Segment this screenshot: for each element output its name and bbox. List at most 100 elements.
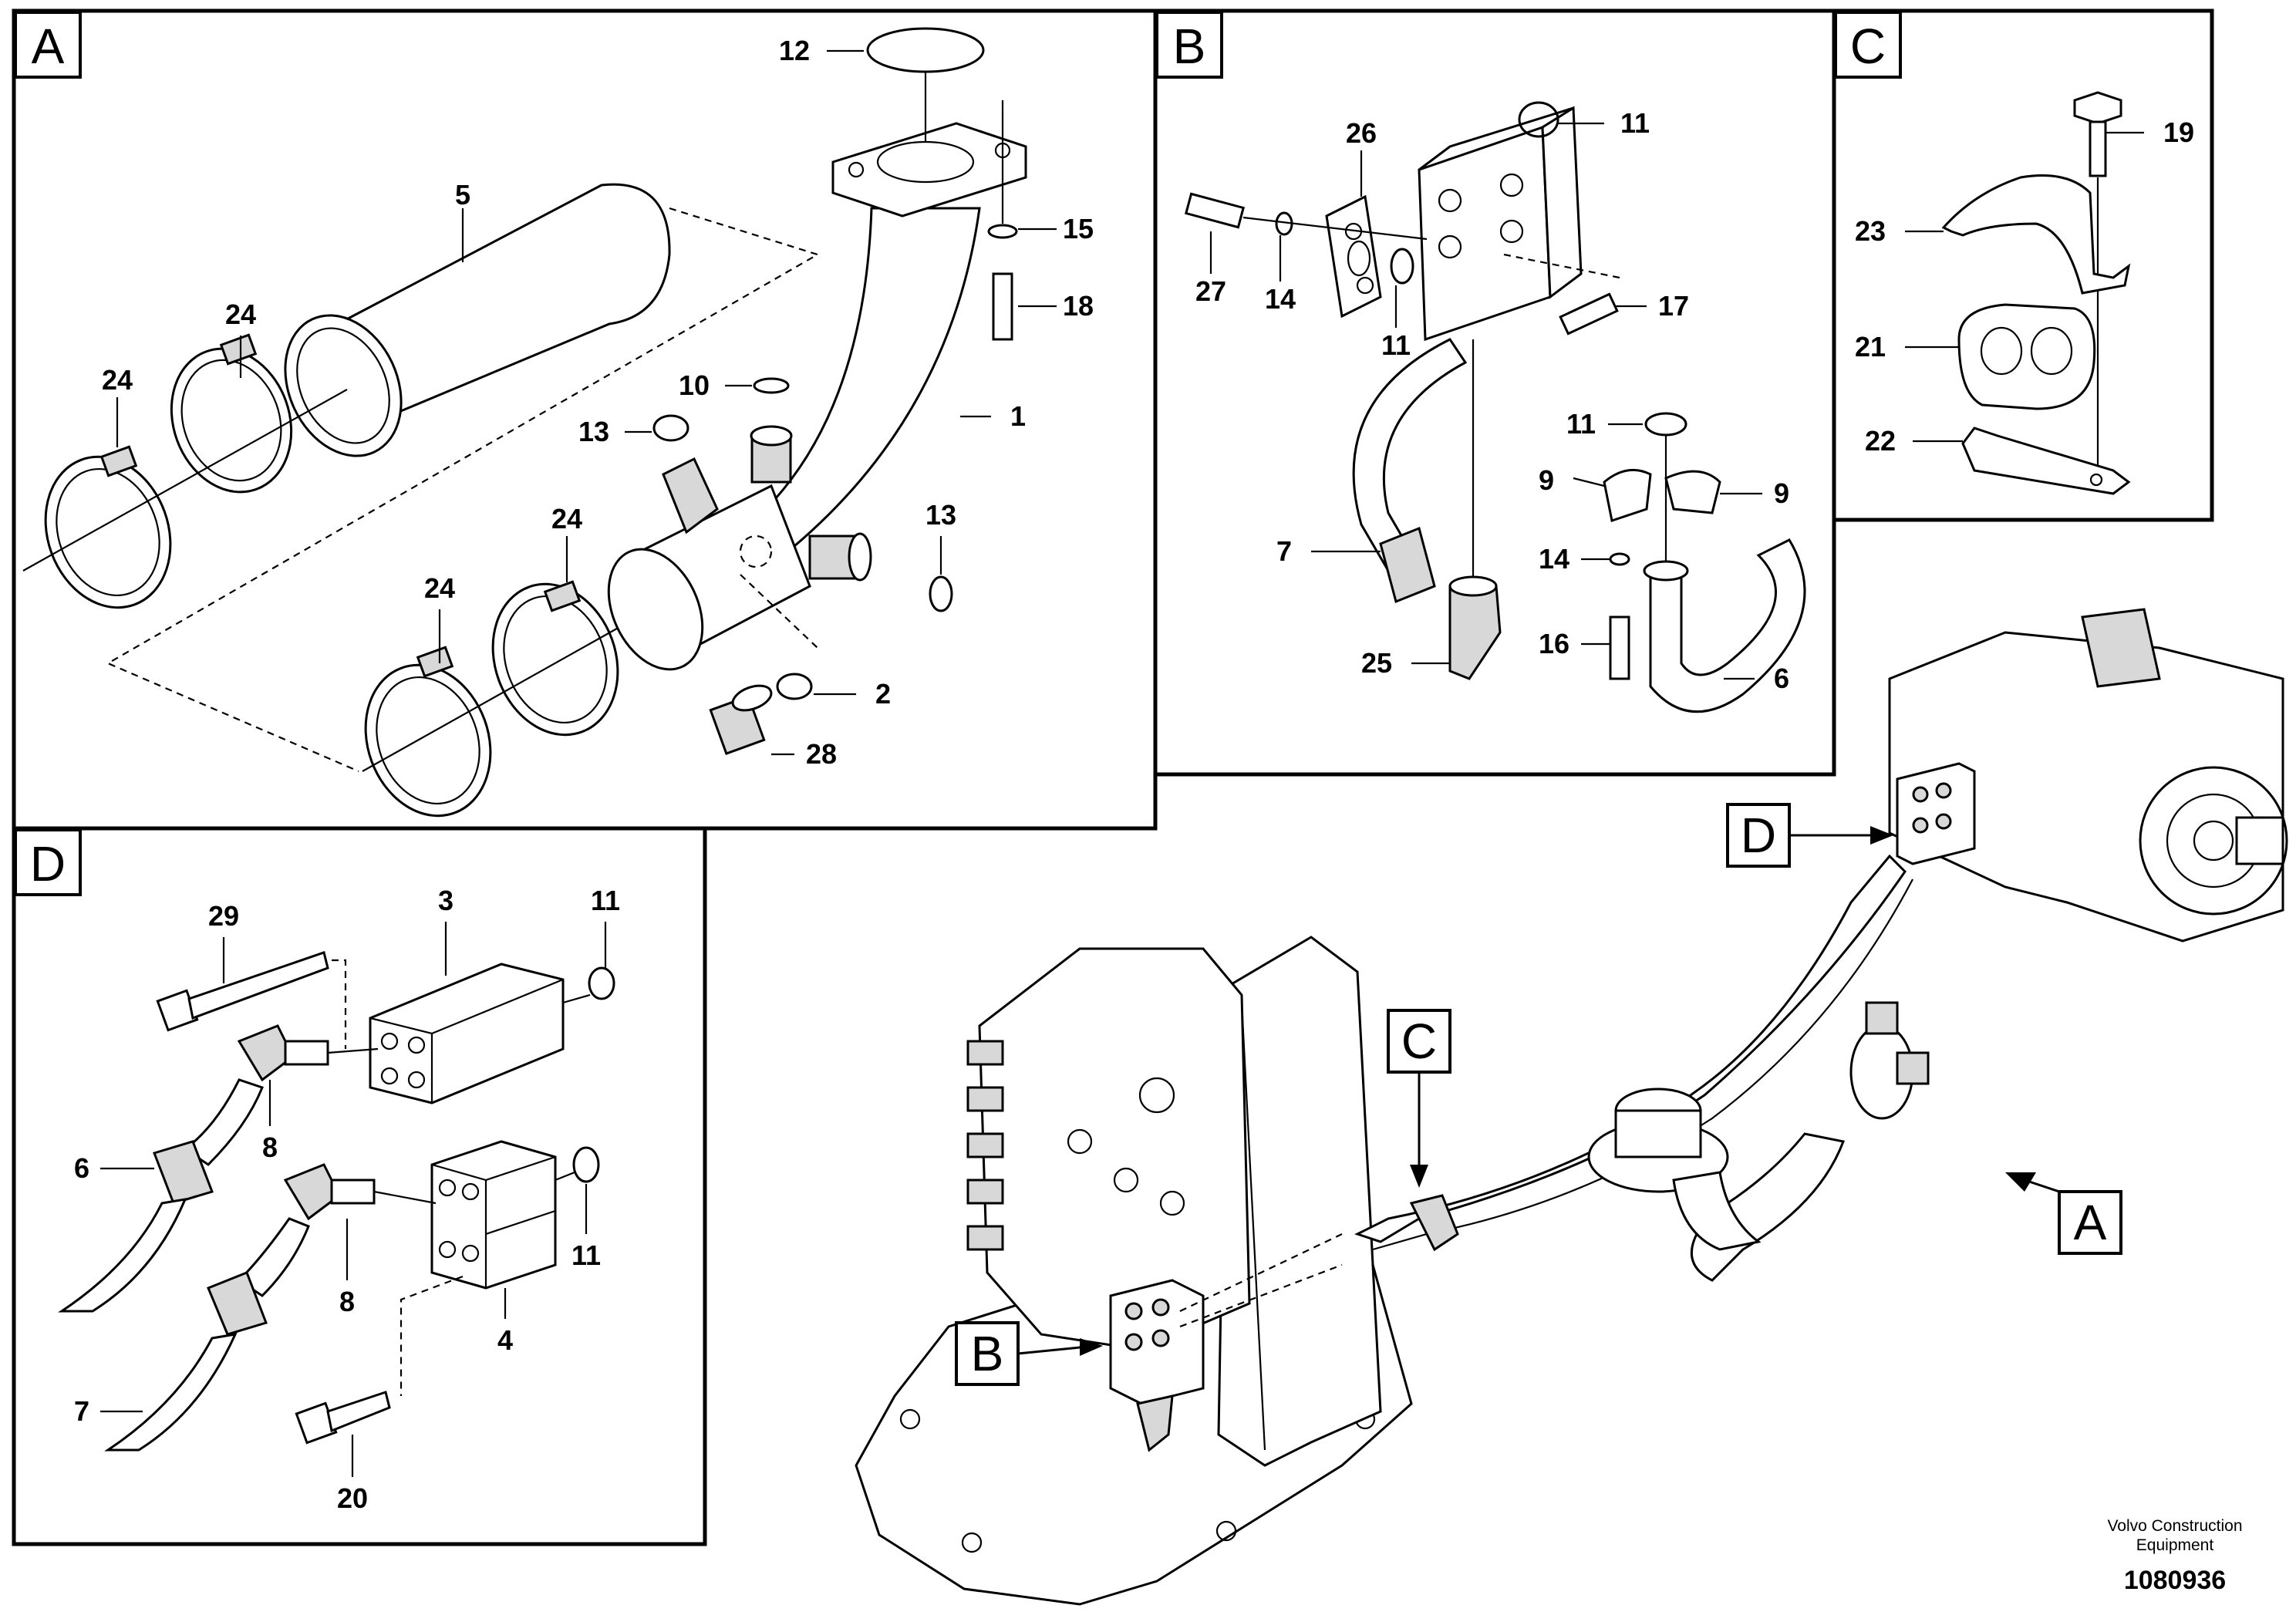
part-number: 8 xyxy=(339,1286,355,1317)
fitting-8-upper xyxy=(237,1024,329,1082)
callout-a: A xyxy=(2005,1172,2122,1255)
o-ring-2 xyxy=(776,673,813,700)
svg-text:A: A xyxy=(2074,1195,2107,1250)
fitting-8-lower xyxy=(283,1163,376,1221)
part-number: 1 xyxy=(1010,400,1026,432)
part-number: 11 xyxy=(1566,408,1596,440)
part-number: 29 xyxy=(208,900,239,932)
svg-text:B: B xyxy=(1173,19,1206,74)
support-clamp xyxy=(1409,1194,1459,1252)
suction-hose-clamp xyxy=(1849,1001,1930,1120)
part-number: 18 xyxy=(1063,290,1094,322)
o-ring-13-right xyxy=(929,575,953,612)
part-number: 11 xyxy=(571,1239,601,1271)
o-ring-11-top xyxy=(1518,101,1559,138)
fitting-13-right xyxy=(808,532,872,582)
part-number: 11 xyxy=(1620,107,1650,139)
block-3 xyxy=(369,963,565,1104)
panel-b-leaders xyxy=(1209,122,1762,680)
part-number: 21 xyxy=(1855,331,1886,363)
fitting-10 xyxy=(750,425,793,484)
half-clamp-9-left xyxy=(1603,468,1652,522)
block-4 xyxy=(430,1140,557,1290)
part-number: 7 xyxy=(74,1395,89,1427)
part-number: 14 xyxy=(1539,543,1569,575)
part-number: 22 xyxy=(1865,425,1896,457)
hose-sleeve xyxy=(284,183,671,457)
plate-22 xyxy=(1961,427,2131,495)
panel-a-drawing xyxy=(22,27,1027,818)
clamp-block-21 xyxy=(1957,303,2096,410)
part-number: 28 xyxy=(806,738,837,770)
flange-26 xyxy=(1325,194,1382,319)
part-number: 13 xyxy=(578,416,609,447)
panel-c-part-numbers: 19 23 21 22 xyxy=(1855,116,2194,457)
o-ring-13-left xyxy=(652,414,689,442)
detail-d-block xyxy=(1896,762,1976,865)
main-assembly xyxy=(855,608,2288,1606)
hose-clamp-upper-2 xyxy=(44,445,172,609)
o-ring-10 xyxy=(753,377,790,394)
callout-c: C xyxy=(1387,1009,1451,1188)
hose-clamp-lower-2 xyxy=(364,646,492,818)
part-number: 24 xyxy=(102,364,133,396)
part-number: 24 xyxy=(551,503,582,534)
hose-7 xyxy=(1352,338,1468,604)
hose-6-d xyxy=(58,1078,264,1313)
part-number: 27 xyxy=(1195,275,1226,307)
panel-c-leaders xyxy=(1905,131,2144,443)
panel-a-part-numbers: 12 5 15 18 24 24 10 13 1 24 24 13 2 28 xyxy=(102,35,1094,770)
valve-block xyxy=(1418,106,1583,342)
control-valve xyxy=(978,947,1251,1351)
company-name-line2: Equipment xyxy=(2136,1536,2214,1554)
fitting-28 xyxy=(709,684,773,756)
part-number: 14 xyxy=(1265,283,1296,315)
panel-c-drawing xyxy=(1941,91,2131,495)
part-number: 17 xyxy=(1658,290,1689,322)
elbow-pipe xyxy=(739,122,1027,573)
part-number: 6 xyxy=(74,1152,89,1184)
svg-text:D: D xyxy=(30,836,66,892)
svg-text:C: C xyxy=(1401,1013,1437,1069)
part-number: 12 xyxy=(779,35,810,66)
part-number: 4 xyxy=(497,1324,513,1356)
hose-7-d xyxy=(104,1217,310,1452)
o-ring-12 xyxy=(866,27,985,73)
part-number: 16 xyxy=(1539,628,1569,659)
part-number: 5 xyxy=(455,179,470,211)
part-number: 24 xyxy=(225,298,256,330)
screw-17 xyxy=(1559,292,1619,336)
part-number: 10 xyxy=(679,369,710,401)
o-ring-11-lower-d xyxy=(572,1146,600,1183)
panel-a-leaders xyxy=(116,49,1057,756)
part-number: 11 xyxy=(1381,329,1411,361)
part-number: 9 xyxy=(1774,477,1789,509)
panel-d-part-numbers: 29 3 11 6 8 8 11 4 7 20 xyxy=(74,885,620,1514)
svg-text:B: B xyxy=(971,1326,1004,1381)
part-number: 20 xyxy=(337,1482,368,1514)
part-number: 25 xyxy=(1361,647,1392,679)
panel-b-drawing xyxy=(1184,101,1806,713)
part-number: 3 xyxy=(438,885,453,916)
company-name: Volvo Construction xyxy=(2107,1517,2242,1535)
bolt-29 xyxy=(156,951,329,1032)
part-number: 13 xyxy=(925,499,956,531)
o-ring-11-side xyxy=(1390,248,1414,285)
panel-d-frame xyxy=(12,826,707,1546)
panel-a-tag: A xyxy=(14,11,82,79)
fitting-25 xyxy=(1448,575,1502,680)
part-number: 2 xyxy=(875,678,891,710)
panel-c-tag: C xyxy=(1834,11,1902,79)
part-number: 6 xyxy=(1774,663,1789,694)
screw-16 xyxy=(1609,615,1630,680)
svg-text:A: A xyxy=(32,19,65,74)
screw-20 xyxy=(295,1391,391,1445)
publisher-stamp: Volvo Construction Equipment 1080936 xyxy=(2107,1517,2242,1595)
screw-18 xyxy=(992,272,1013,341)
o-ring-11-upper xyxy=(588,966,615,1000)
half-clamp-9-right xyxy=(1664,470,1721,514)
panel-d-leaders xyxy=(100,922,607,1477)
hose-clamp-lower-1 xyxy=(491,580,619,737)
part-number: 8 xyxy=(262,1131,278,1163)
svg-text:D: D xyxy=(1741,808,1776,863)
